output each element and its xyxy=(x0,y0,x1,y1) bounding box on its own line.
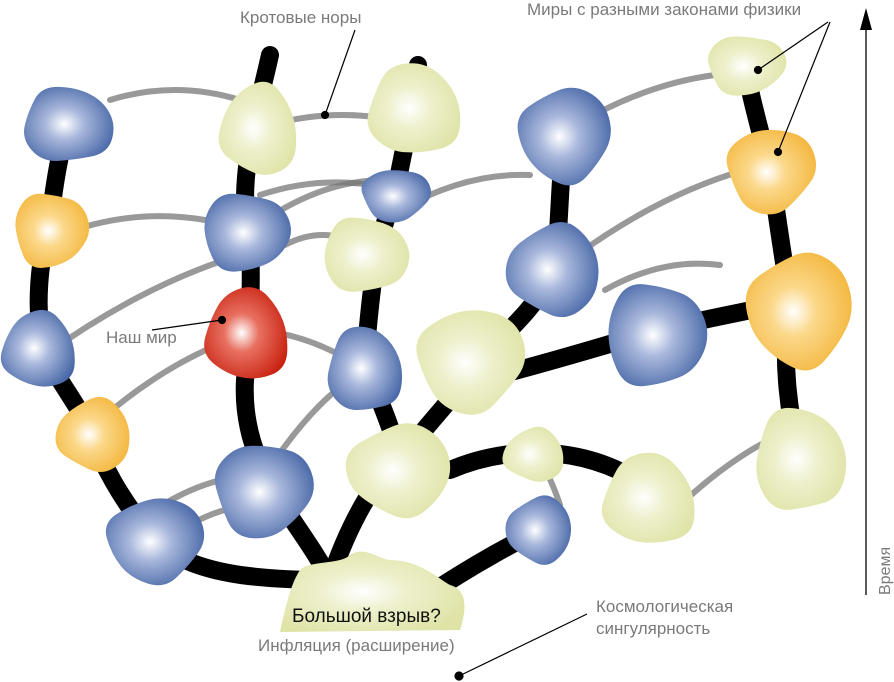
orange-world-22 xyxy=(745,252,852,371)
big-bang-blob xyxy=(280,551,465,632)
label-leaders xyxy=(151,21,831,681)
wormholes-label: Кротовые норы xyxy=(240,8,362,27)
singularity-label: Космологическая сингулярность xyxy=(596,596,733,640)
orange-world-20 xyxy=(15,193,90,268)
our-world-label: Наш мир xyxy=(106,328,177,347)
blue-world-10 xyxy=(505,495,572,565)
green-world-17 xyxy=(502,426,564,482)
green-world-12 xyxy=(367,63,461,153)
singularity-label-line2: сингулярность xyxy=(596,619,711,638)
blue-world-8 xyxy=(214,445,314,539)
orange-world-23 xyxy=(55,396,130,472)
green-world-16 xyxy=(345,423,451,519)
branch-6 xyxy=(471,286,809,469)
green-world-14 xyxy=(707,36,787,96)
singularity-label-line1: Космологическая xyxy=(596,597,734,616)
blue-world-4 xyxy=(505,221,599,318)
blue-world-7 xyxy=(608,284,708,387)
blue-world-5 xyxy=(0,309,75,387)
blue-world-6 xyxy=(327,326,403,411)
big-bang-label: Большой взрыв? xyxy=(292,606,441,627)
our-world-24 xyxy=(204,287,288,379)
green-world-11 xyxy=(218,81,297,175)
blue-world-1 xyxy=(204,193,291,272)
inflation-label: Инфляция (расширение) xyxy=(258,636,455,655)
wormhole-0 xyxy=(107,87,243,103)
green-world-15 xyxy=(416,310,526,415)
blue-world-2 xyxy=(361,170,432,223)
blue-world-0 xyxy=(24,86,114,161)
wormhole-10 xyxy=(602,260,723,293)
blue-world-3 xyxy=(517,87,611,186)
green-world-18 xyxy=(601,452,695,543)
green-world-13 xyxy=(324,217,410,292)
wormhole-7 xyxy=(567,167,748,263)
worlds-different-laws-label: Миры с разными законами физики xyxy=(527,0,802,19)
worlds xyxy=(0,36,852,632)
time-axis-label: Время xyxy=(877,546,894,595)
blue-world-9 xyxy=(105,498,205,586)
orange-world-21 xyxy=(726,129,817,215)
green-world-19 xyxy=(756,407,847,510)
time-arrow xyxy=(860,8,872,595)
